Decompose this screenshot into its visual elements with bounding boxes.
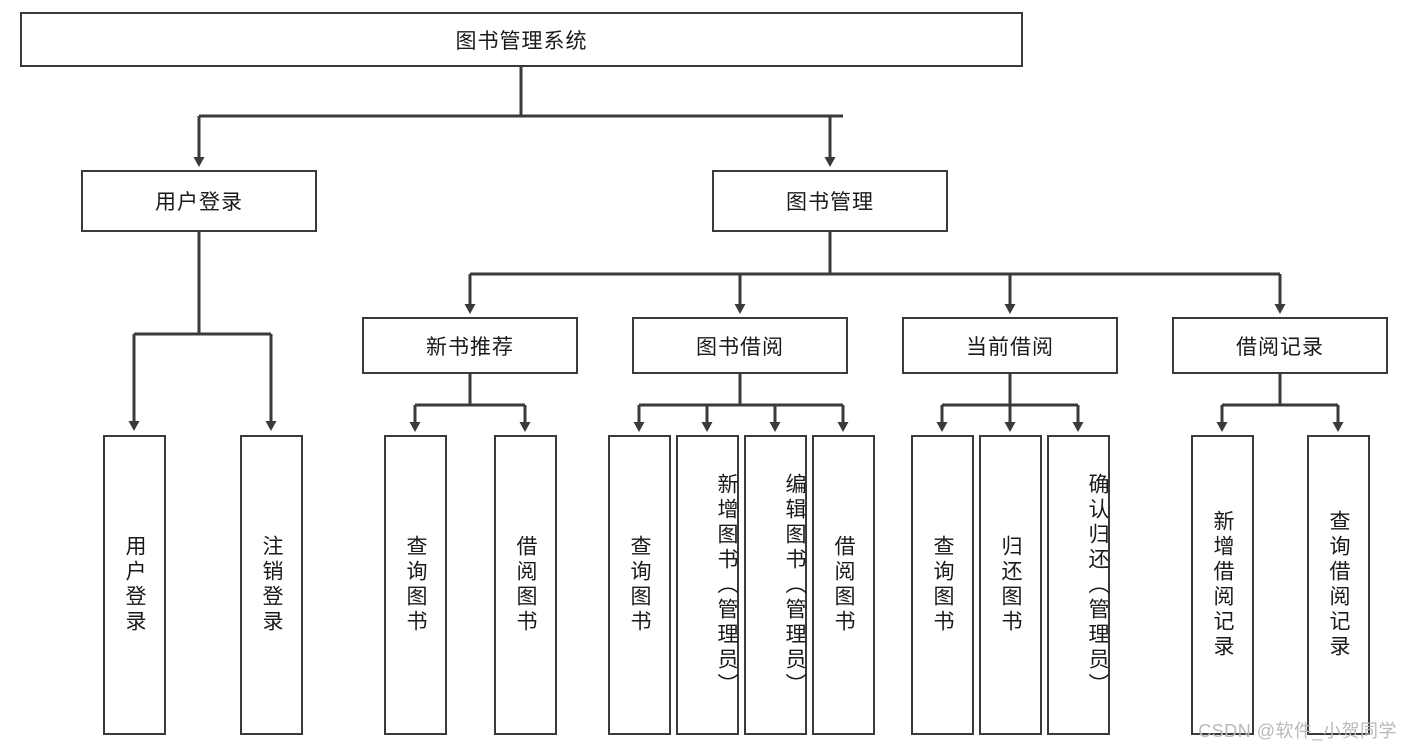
node-label: 图书借阅 — [696, 335, 784, 359]
node-label: 新增借阅记录 — [1211, 510, 1234, 660]
node-label: 图书管理系统 — [455, 29, 588, 53]
node-current-borrowing[interactable]: 当前借阅 — [902, 317, 1118, 374]
node-label: 当前借阅 — [966, 335, 1054, 359]
node-label: 归还图书 — [999, 535, 1022, 635]
node-new-book-recommendation[interactable]: 新书推荐 — [362, 317, 578, 374]
node-leaf-logout-login[interactable]: 注销登录 — [240, 435, 303, 735]
node-book-management[interactable]: 图书管理 — [712, 170, 948, 232]
node-label: 查询借阅记录 — [1327, 510, 1350, 660]
node-leaf-add-borrow-record[interactable]: 新增借阅记录 — [1191, 435, 1254, 735]
node-leaf-query-book-borrow[interactable]: 查询图书 — [608, 435, 671, 735]
node-label: 借阅图书 — [514, 535, 537, 635]
node-leaf-borrow-book-new[interactable]: 借阅图书 — [494, 435, 557, 735]
node-leaf-borrow-book-borrow[interactable]: 借阅图书 — [812, 435, 875, 735]
node-leaf-user-login[interactable]: 用户登录 — [103, 435, 166, 735]
node-label: 借阅图书 — [832, 535, 855, 635]
node-label: 注销登录 — [260, 535, 283, 635]
node-borrowing-records[interactable]: 借阅记录 — [1172, 317, 1388, 374]
node-label: 用户登录 — [123, 535, 146, 635]
node-user-login[interactable]: 用户登录 — [81, 170, 317, 232]
node-leaf-add-book-admin[interactable]: 新增图书（管理员） — [676, 435, 739, 735]
node-label: 用户登录 — [155, 191, 243, 214]
node-label: 查询图书 — [628, 535, 651, 635]
node-leaf-return-book[interactable]: 归还图书 — [979, 435, 1042, 735]
node-label: 查询图书 — [404, 535, 427, 635]
node-label: 图书管理 — [786, 191, 874, 214]
node-leaf-query-book-new[interactable]: 查询图书 — [384, 435, 447, 735]
node-label: 编辑图书（管理员） — [783, 472, 806, 698]
node-label: 确认归还（管理员） — [1086, 472, 1109, 698]
csdn-watermark: CSDN @软件_小贺同学 — [1198, 721, 1397, 741]
node-label: 借阅记录 — [1236, 335, 1324, 359]
node-leaf-query-book-current[interactable]: 查询图书 — [911, 435, 974, 735]
node-label: 新增图书（管理员） — [715, 472, 738, 698]
node-label: 新书推荐 — [426, 335, 514, 359]
node-leaf-query-borrow-record[interactable]: 查询借阅记录 — [1307, 435, 1370, 735]
node-leaf-edit-book-admin[interactable]: 编辑图书（管理员） — [744, 435, 807, 735]
node-root-book-management-system[interactable]: 图书管理系统 — [20, 12, 1023, 67]
node-leaf-confirm-return-admin[interactable]: 确认归还（管理员） — [1047, 435, 1110, 735]
node-label: 查询图书 — [931, 535, 954, 635]
node-book-borrowing[interactable]: 图书借阅 — [632, 317, 848, 374]
